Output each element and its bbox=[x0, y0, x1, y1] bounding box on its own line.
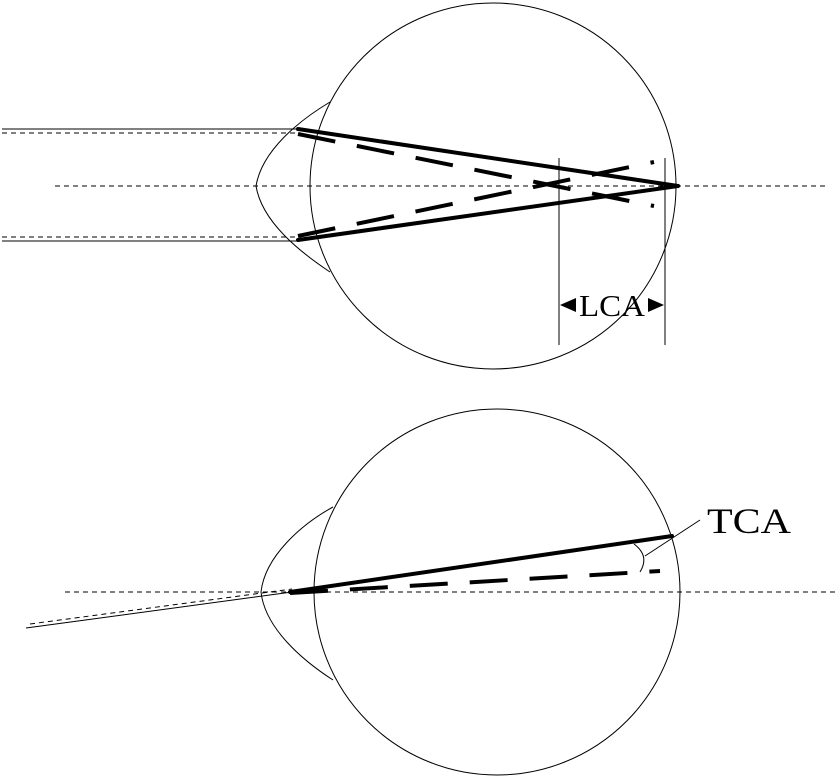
tca-panel: TCA bbox=[25, 408, 835, 776]
lca-label: LCA bbox=[579, 288, 646, 323]
refracted-ray-solid bbox=[288, 534, 674, 594]
lca-arrow-right bbox=[648, 298, 664, 312]
cornea-bottom bbox=[260, 506, 334, 681]
lca-panel: LCA bbox=[2, 2, 825, 370]
refracted-ray-solid-upper bbox=[296, 127, 680, 188]
oblique-ray-dashed bbox=[29, 588, 293, 625]
refracted-ray-solid-lower bbox=[296, 184, 680, 242]
refracted-ray-dashed-lower bbox=[297, 160, 655, 238]
oblique-ray-solid bbox=[25, 591, 293, 629]
tca-leader-line bbox=[644, 519, 701, 557]
refracted-ray-dashed bbox=[289, 569, 661, 595]
tca-angle-arc bbox=[633, 543, 645, 573]
lca-arrow-left bbox=[560, 298, 576, 312]
tca-label: TCA bbox=[707, 501, 791, 541]
cornea-top bbox=[255, 101, 331, 273]
refracted-ray-dashed-upper bbox=[297, 132, 655, 208]
